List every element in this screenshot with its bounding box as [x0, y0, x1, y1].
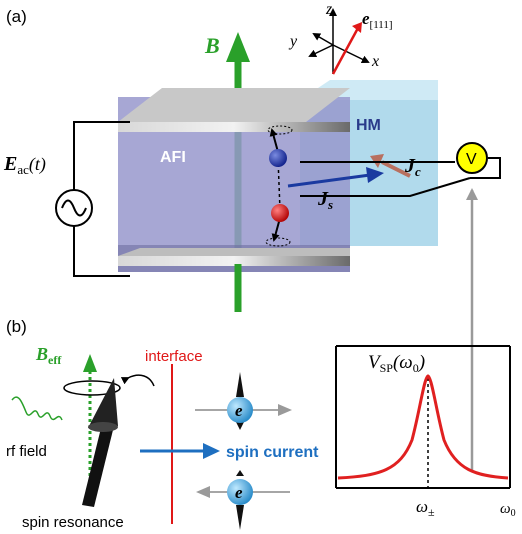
rf-field-label: rf field [6, 443, 47, 460]
precession-orbit [63, 380, 121, 396]
resonance-plot [335, 345, 511, 489]
b-field-arrowhead [226, 32, 250, 62]
voltmeter [456, 142, 488, 174]
axis-z-label: z [325, 1, 333, 18]
axis-y-label: y [288, 33, 298, 50]
afi-label: AFI [160, 149, 186, 166]
b-field-label: B [204, 33, 220, 58]
interface-label: interface [145, 348, 203, 365]
voltmeter-label: V [466, 151, 477, 168]
omega0-axis-label: ω0 [500, 501, 516, 519]
ac-wave-icon [61, 199, 87, 217]
beff-label: Beff [35, 344, 62, 367]
spin-resonance-label: spin resonance [22, 514, 124, 531]
electron-down [196, 470, 290, 530]
spin-current-label: spin current [226, 444, 319, 461]
axis-x-label: x [371, 53, 379, 70]
bottom-electrode [118, 248, 350, 266]
e111-label: e[111] [362, 9, 393, 31]
electron-down-label: e [235, 483, 243, 502]
spin-cone-icon [82, 378, 118, 507]
eac-label: Eac(t) [3, 153, 46, 177]
omega-pm-label: ω± [416, 497, 435, 519]
js-label: Js [317, 188, 333, 212]
panel-a-label: (a) [6, 7, 27, 26]
electron-up-label: e [235, 401, 243, 420]
electron-up [195, 372, 292, 430]
circuit-wires [73, 121, 501, 277]
top-electrode [118, 88, 350, 132]
jc-label: Jc [404, 155, 421, 179]
rf-wave-icon [11, 396, 63, 421]
spin-pair [265, 125, 293, 247]
panel-b-label: (b) [6, 317, 27, 336]
hm-label: HM [356, 117, 381, 134]
vsp-label: VSP(ω0) [368, 352, 425, 375]
jc-arrow [381, 160, 411, 178]
js-arrow [287, 173, 371, 188]
coordinate-axes [308, 8, 370, 75]
